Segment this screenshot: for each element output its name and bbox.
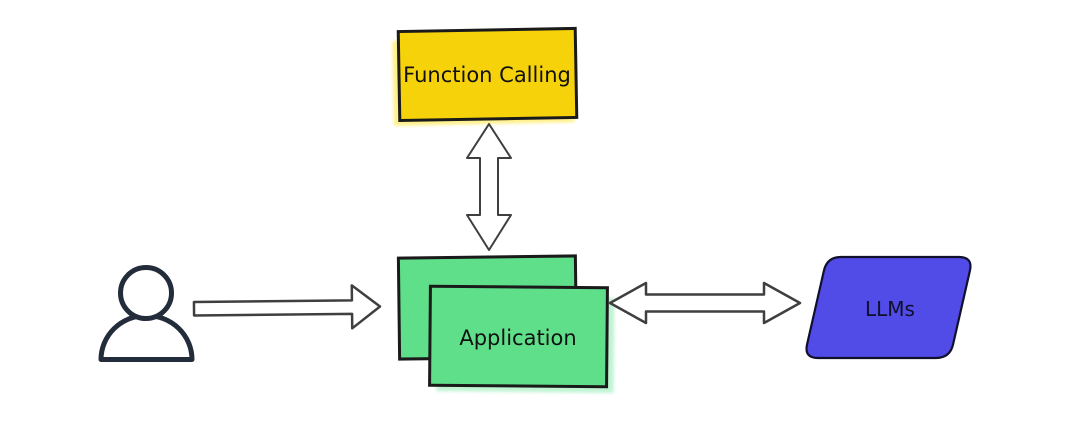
double-arrow-horizontal-shape [608, 281, 802, 325]
arrow-application-llms [608, 281, 802, 325]
function-calling-label: Function Calling [403, 63, 571, 87]
function-calling-box [396, 26, 579, 123]
llms-parallelogram [805, 255, 972, 360]
user-icon-head [118, 265, 174, 321]
node-function-calling: Function Calling [392, 26, 579, 126]
double-arrow-vertical-shape [466, 123, 512, 251]
application-label: Application [459, 326, 576, 350]
node-llms: LLMs [805, 255, 972, 360]
arrow-user-to-application [192, 284, 382, 330]
application-box-front [428, 284, 609, 389]
arrow-right-shape [192, 284, 382, 330]
user-icon [98, 265, 195, 362]
llms-label: LLMs [865, 297, 915, 321]
user-icon-body [98, 313, 195, 362]
node-application: Application [396, 254, 615, 393]
arrow-application-function-calling [466, 123, 512, 251]
